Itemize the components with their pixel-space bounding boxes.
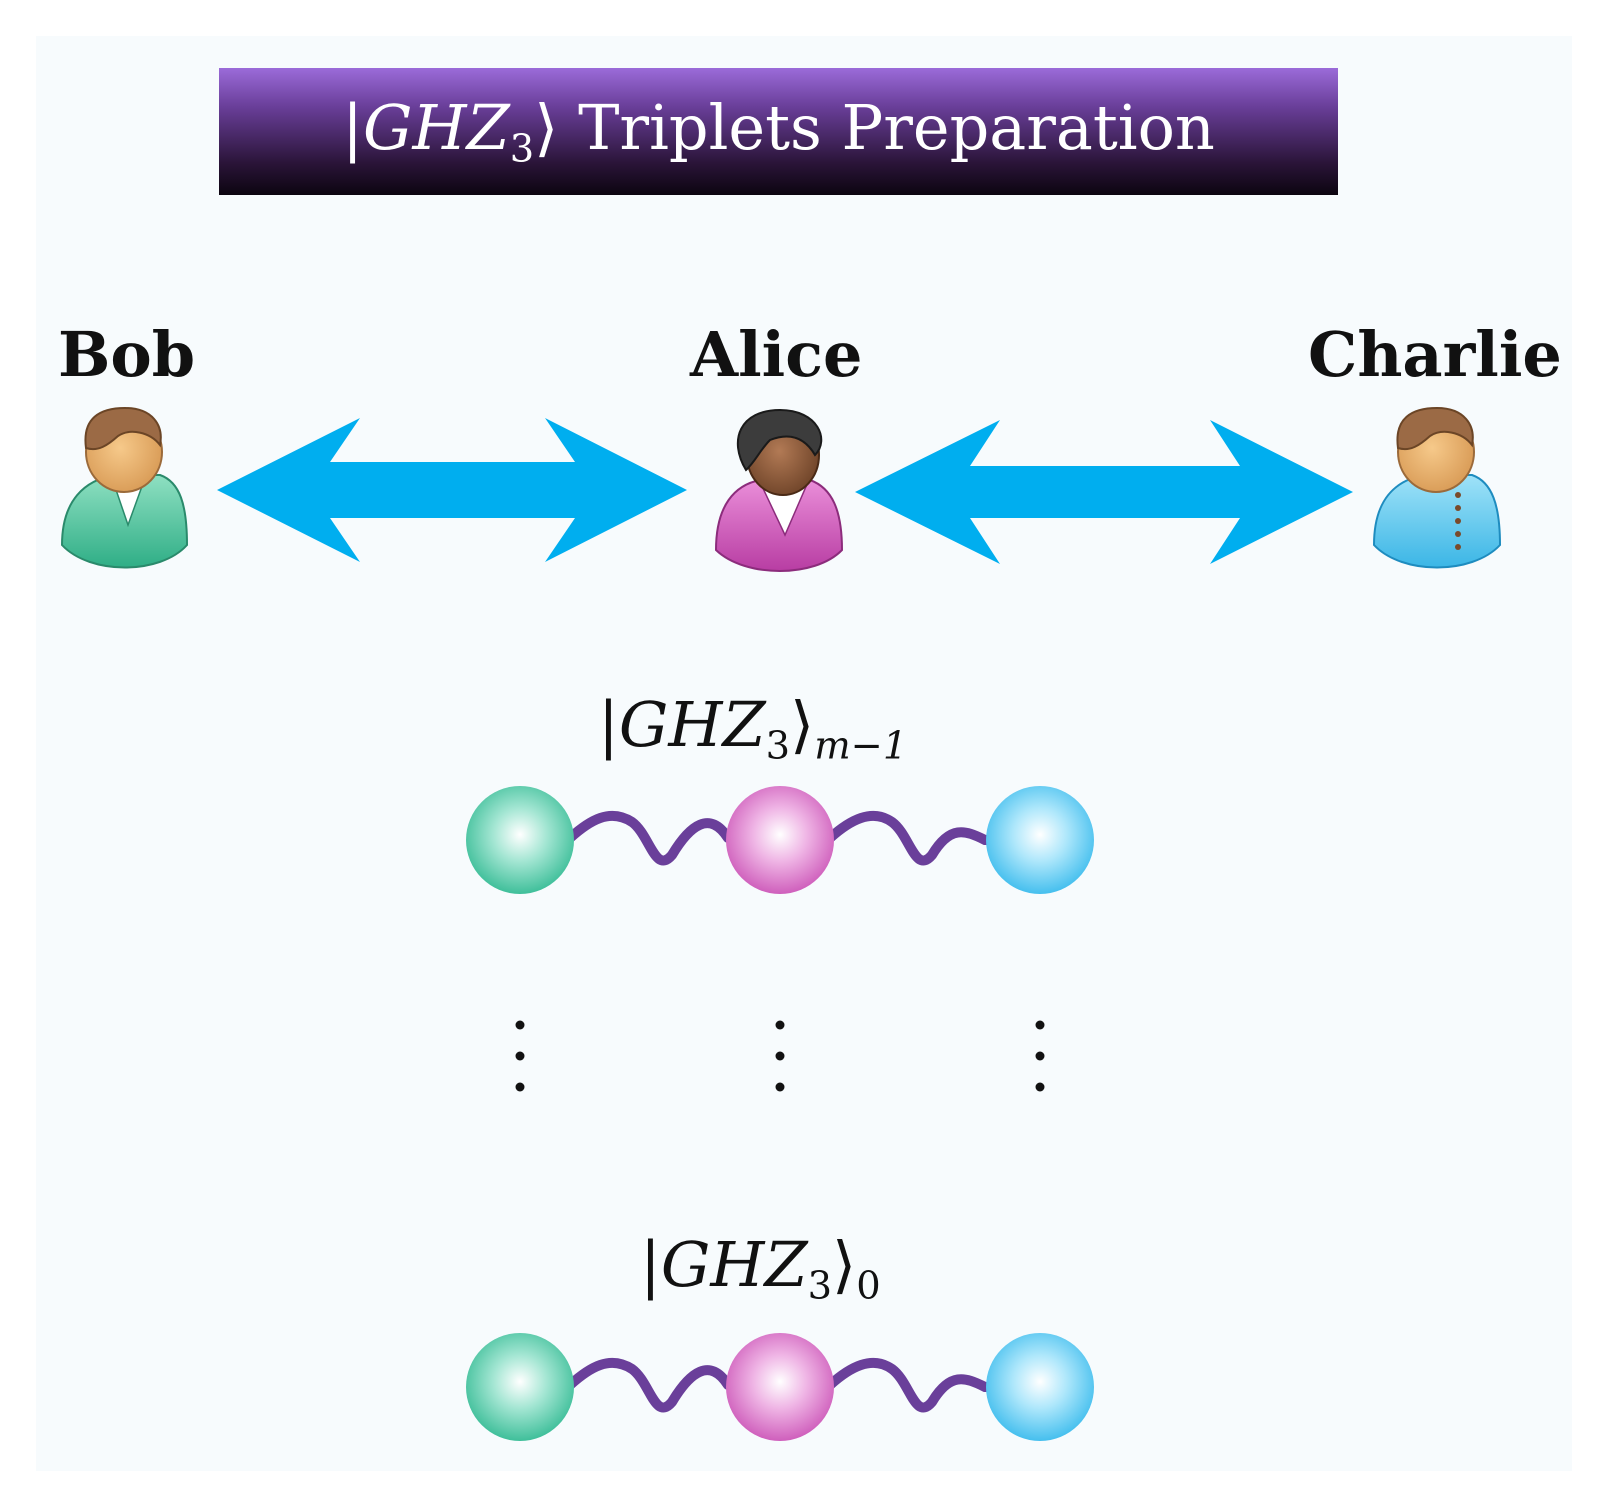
entanglement-link-alice-charlie: [825, 810, 995, 866]
qubit-alice: [726, 1333, 834, 1441]
entanglement-link-alice-charlie: [825, 1357, 995, 1413]
title-banner: |GHZ3⟩ Triplets Preparation: [219, 68, 1338, 195]
state-top-index: 3: [765, 723, 791, 769]
banner-subscript: 3: [509, 126, 535, 172]
state-top-ket: ⟩: [790, 688, 815, 761]
user-male-blue-icon: [1372, 406, 1502, 569]
state-top-bra: |: [598, 688, 619, 761]
diagram-background: [36, 36, 1572, 1471]
state-top-subscript: m−1: [814, 723, 908, 769]
party-name-charlie: Charlie: [1308, 318, 1562, 391]
qubit-charlie: [986, 1333, 1094, 1441]
bob-alice-double-arrow: [217, 418, 687, 562]
entanglement-link-bob-alice: [565, 810, 733, 866]
state-bottom-index: 3: [807, 1263, 833, 1309]
vertical-ellipsis-bob: [515, 1020, 525, 1092]
banner-title: |GHZ3⟩ Triplets Preparation: [342, 91, 1215, 171]
qubit-bob: [466, 786, 574, 894]
entanglement-link-bob-alice: [565, 1357, 733, 1413]
ghz-triplet-bottom: [466, 1333, 1094, 1441]
state-label-top: |GHZ3⟩m−1: [598, 688, 907, 768]
qubit-alice: [726, 786, 834, 894]
banner-text: Triplets Preparation: [558, 91, 1215, 165]
vertical-ellipsis-charlie: [1035, 1020, 1045, 1092]
state-bottom-subscript: 0: [856, 1263, 881, 1309]
state-bottom-symbol: GHZ: [660, 1228, 808, 1301]
party-name-alice: Alice: [690, 318, 863, 391]
banner-ket: ⟩: [534, 91, 559, 165]
state-bottom-ket: ⟩: [832, 1228, 857, 1301]
state-bottom-bra: |: [640, 1228, 661, 1301]
qubit-bob: [466, 1333, 574, 1441]
qubit-charlie: [986, 786, 1094, 894]
state-top-symbol: GHZ: [618, 688, 766, 761]
party-name-bob: Bob: [58, 318, 196, 391]
alice-charlie-double-arrow: [855, 420, 1353, 564]
user-female-pink-icon: [714, 408, 844, 572]
user-male-green-icon: [60, 406, 189, 569]
ghz-triplet-top: [466, 786, 1094, 894]
state-label-bottom: |GHZ3⟩0: [640, 1228, 881, 1308]
banner-bra: |: [342, 91, 364, 165]
banner-symbol: GHZ: [363, 91, 510, 165]
vertical-ellipsis-alice: [775, 1020, 785, 1092]
